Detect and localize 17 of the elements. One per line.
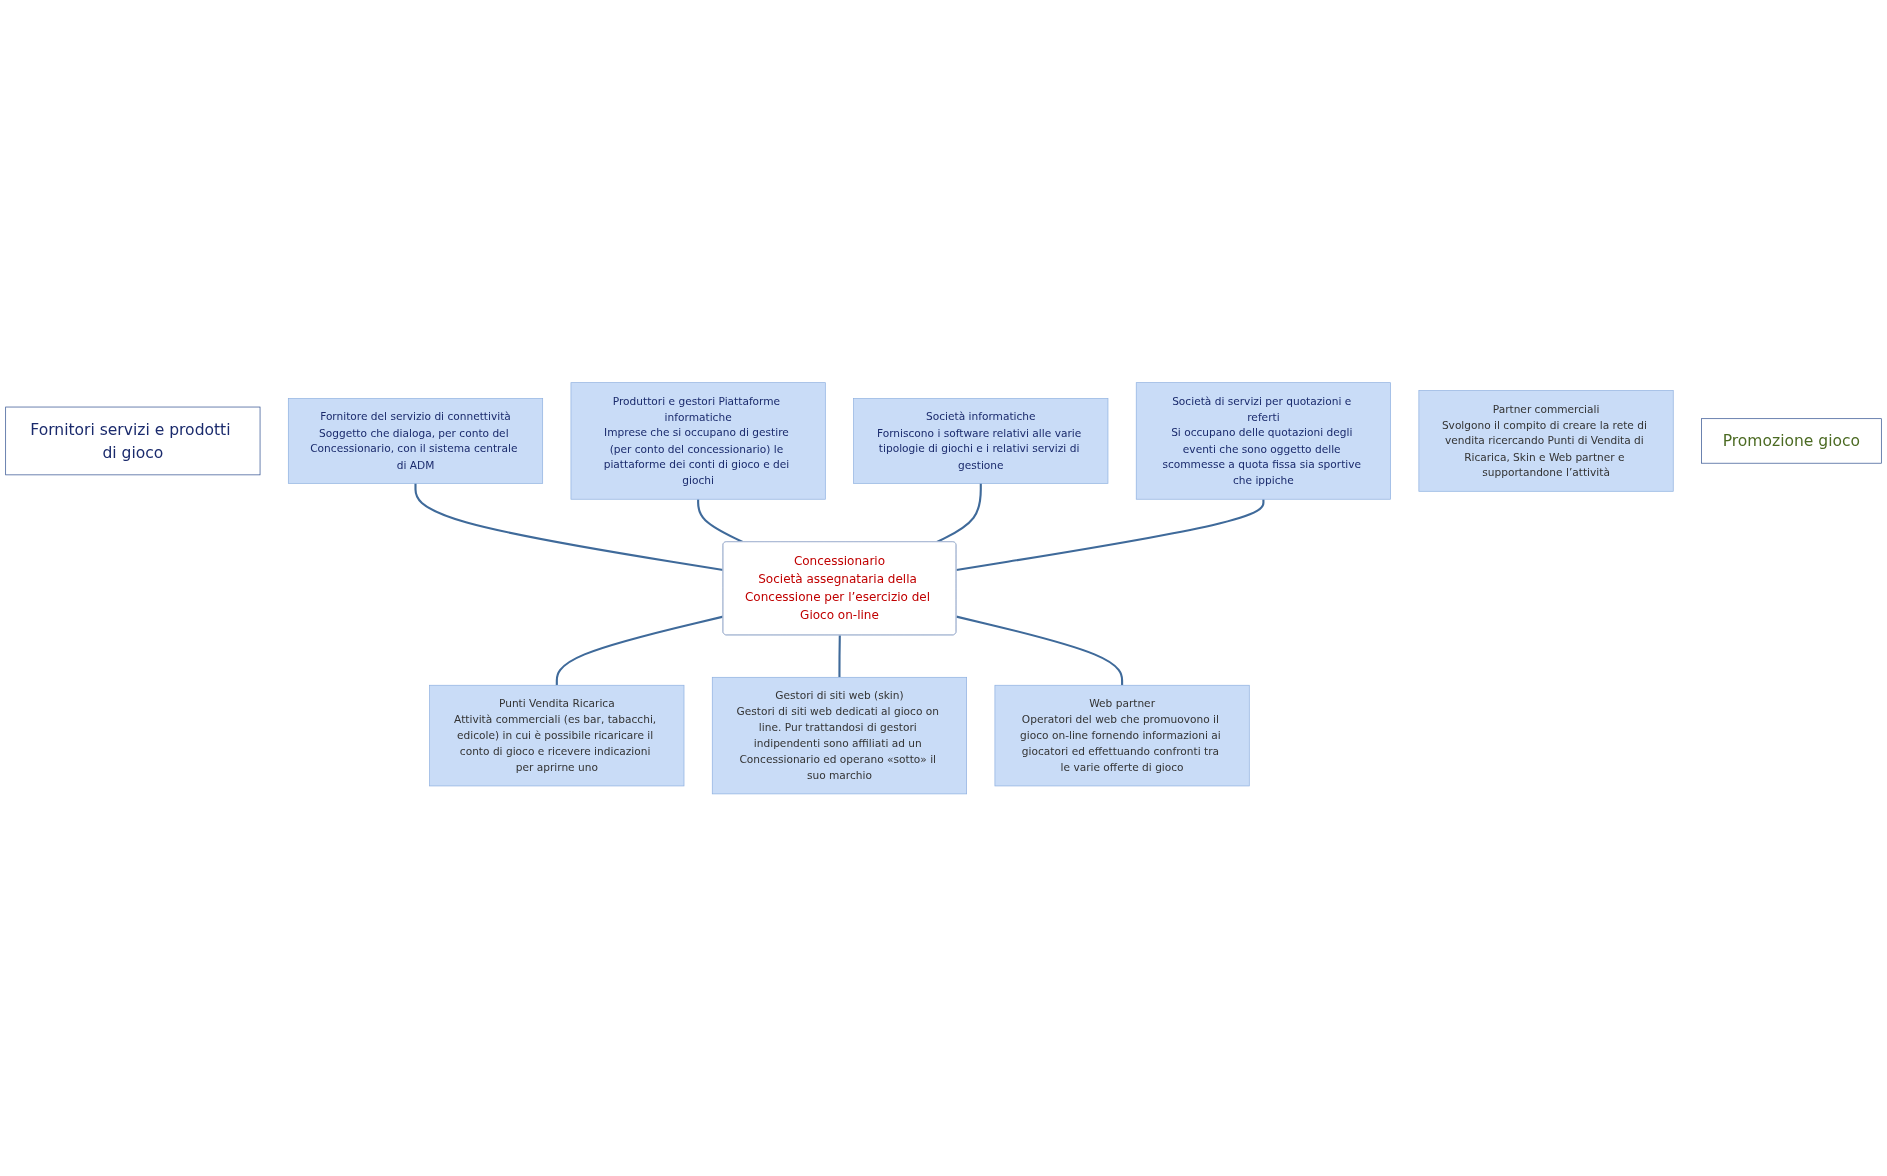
node-box: Partner commerciali Svolgono il compito di creare la rete di vendita ricercando Punti di Vendita di Ricarica, Skin e Web partner e supportandone l’attività [1418, 389, 1674, 492]
connector [956, 615, 1124, 685]
node-box: Promozione gioco [1701, 418, 1882, 464]
node-box: Produttori e gestori Piattaforme informatiche Imprese che si occupano di gestire (per conto del concessionario) le piattaforme dei conti di gioco e dei giochi [570, 382, 826, 500]
node-box: Punti Vendita Ricarica Attività commerciali (es bar, tabacchi, edicole) in cui è possibile ricaricare il conto di gioco e ricevere indicazioni per aprirne uno [429, 684, 685, 786]
connector [838, 634, 841, 677]
connector [697, 498, 744, 543]
node-box: Gestori di siti web (skin) Gestori di siti web dedicati al gioco on line. Pur trattandosi di gestori indipendenti sono affiliati ad un Concessionario ed operano «sotto» il suo marchio [711, 676, 967, 794]
connector [956, 498, 1265, 571]
node-box: Fornitore del servizio di connettività Soggetto che dialoga, per conto del Concessionario, con il sistema centrale di ADM [287, 397, 544, 484]
connector [555, 615, 724, 685]
node-box: Web partner Operatori del web che promuovono il gioco on-line fornendo informazioni ai giocatori ed effettuando confronti tra le varie offerte di gioco [994, 684, 1250, 786]
node-box: Società informatiche Forniscono i software relativi alle varie tipologie di giochi e i relativi servizi di gestione [853, 397, 1109, 484]
connector [936, 483, 982, 543]
connector [414, 483, 724, 571]
node-box: Società di servizi per quotazioni e referti Si occupano delle quotazioni degli eventi che sono oggetto delle scommesse a quota fissa sia sportive che ippiche [1135, 382, 1391, 500]
node-box: Fornitori servizi e prodotti di gioco [5, 406, 261, 475]
